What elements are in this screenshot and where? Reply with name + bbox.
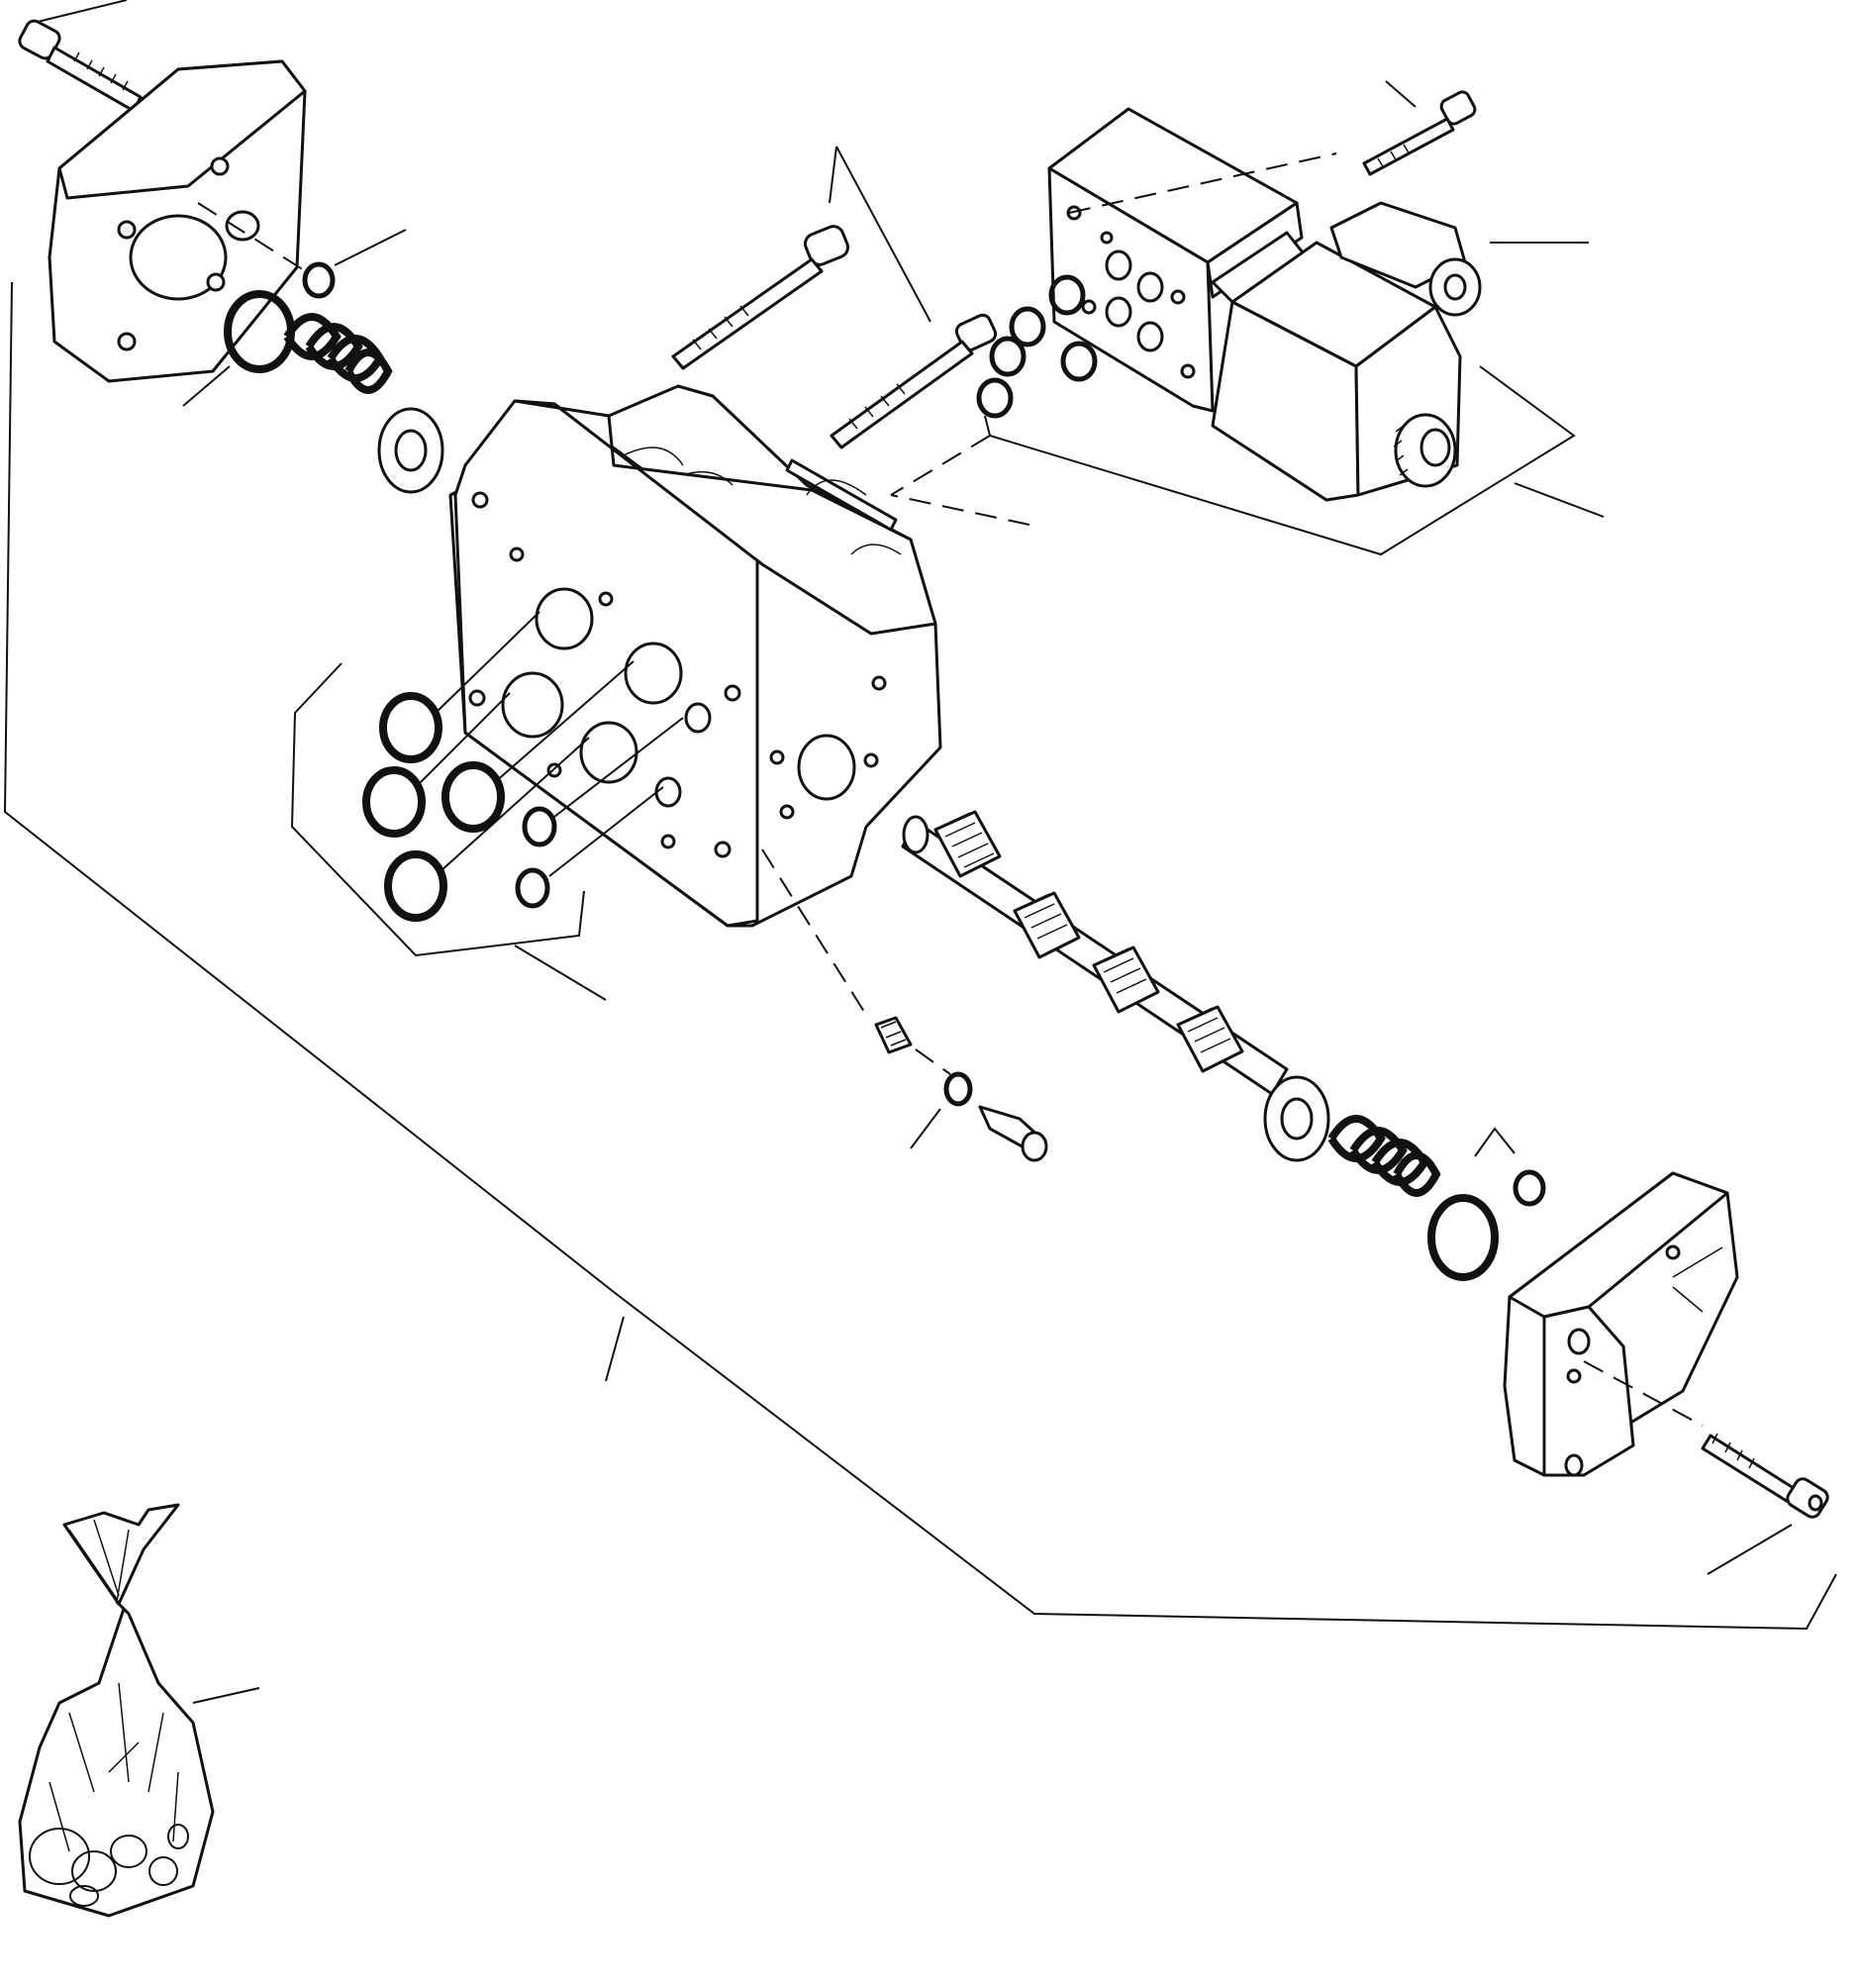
seal-kit-bag	[18, 1503, 260, 1918]
spool	[901, 810, 1289, 1096]
spring-left	[283, 313, 393, 394]
solenoid-valve-group	[890, 80, 1605, 556]
solenoid-screw	[1362, 80, 1477, 176]
end-cover-left	[48, 59, 313, 383]
spool-land-1	[933, 810, 1002, 878]
o-ring-small-left	[302, 261, 336, 299]
washer-left	[377, 407, 444, 494]
washer-right	[1263, 1075, 1330, 1162]
cap-screw-top-left	[18, 19, 143, 113]
face-o-rings-group	[290, 611, 684, 1001]
o-ring-plug	[943, 1071, 973, 1107]
plug-group	[874, 1016, 1048, 1162]
o-ring-small-right	[1513, 1169, 1546, 1207]
through-bolts	[671, 146, 998, 449]
through-bolt-lower	[830, 146, 998, 449]
spring-right	[1327, 1115, 1441, 1197]
o-ring-large-right	[1427, 1194, 1499, 1281]
spool-land-2	[1013, 891, 1081, 959]
left-end-cover-group	[18, 0, 444, 494]
spool-land-4	[1176, 1005, 1244, 1073]
assembly-bracket	[3, 281, 1837, 1631]
right-end-cover-group	[1263, 1075, 1829, 1575]
plug	[978, 1105, 1048, 1162]
through-bolt-upper	[671, 146, 850, 370]
valve-body	[448, 384, 942, 1016]
solenoid-valve	[1047, 107, 1482, 502]
end-cover-right	[1503, 1171, 1739, 1477]
set-screw	[874, 1016, 913, 1054]
spool-land-3	[1092, 945, 1160, 1014]
cap-screw-bottom-right	[1701, 1433, 1829, 1519]
